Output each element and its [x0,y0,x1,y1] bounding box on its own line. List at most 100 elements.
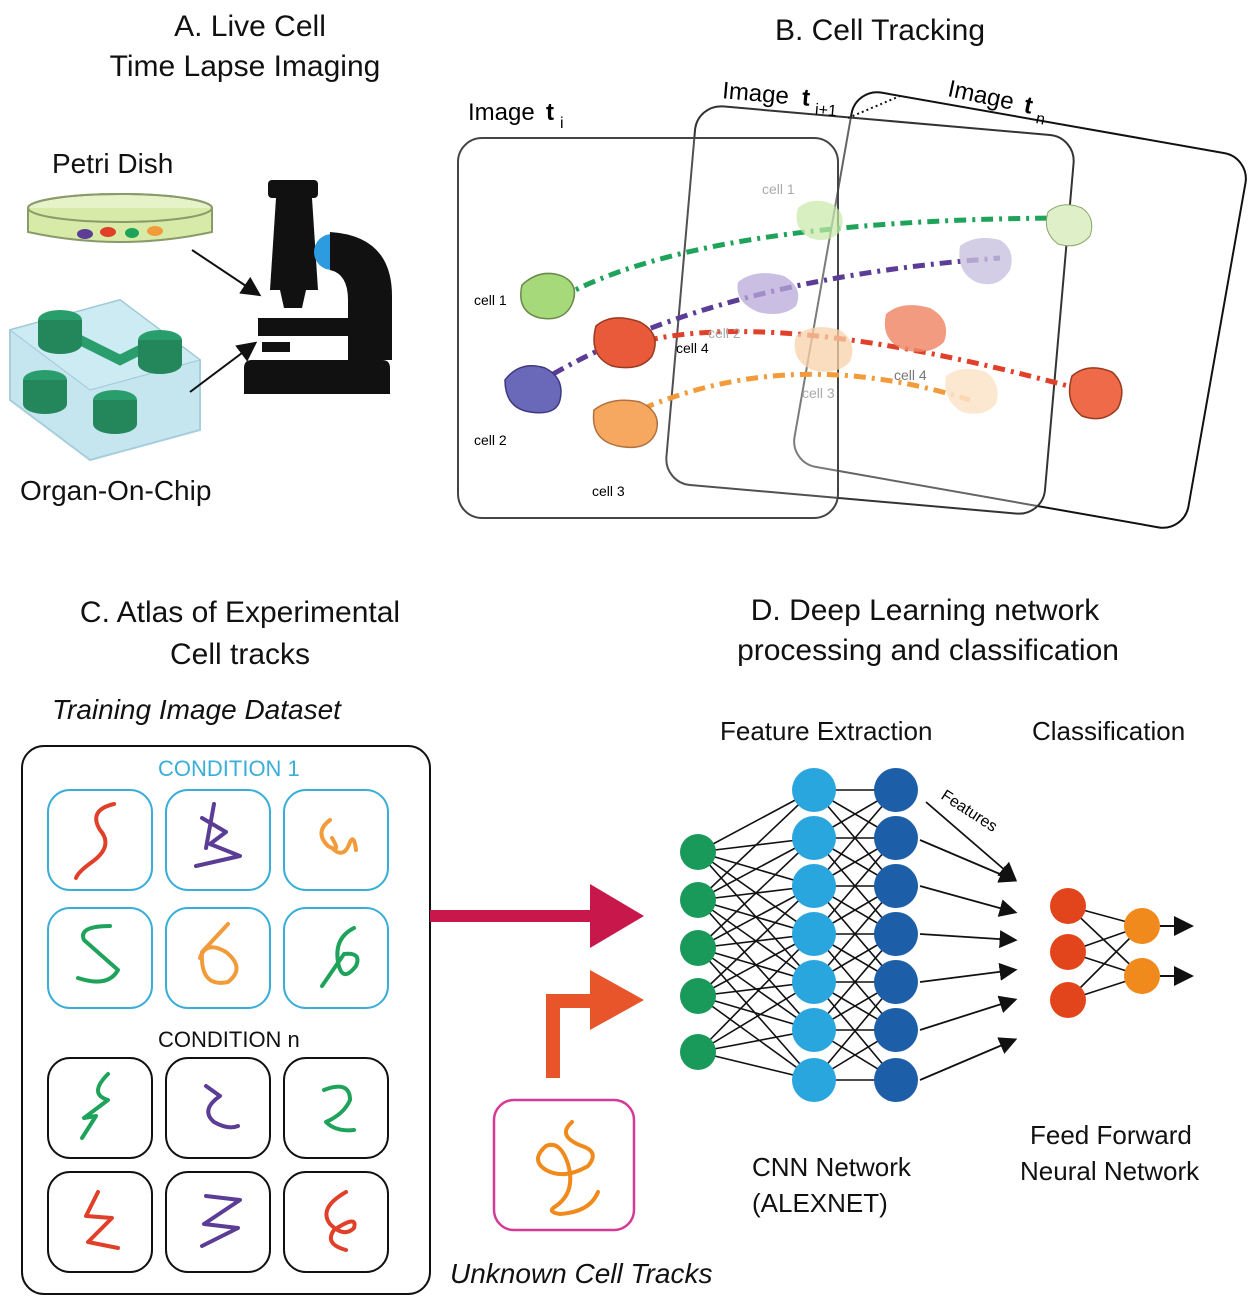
cell-3-label: cell 3 [592,483,625,499]
network-edge [697,837,815,949]
network-node [792,960,836,1004]
svg-text:t: t [1022,92,1035,120]
track-tile [283,789,389,891]
network-node [680,978,716,1014]
panel-a-title-line2: Time Lapse Imaging [109,50,381,83]
svg-text:i: i [560,115,564,132]
dataset-to-network-arrow [430,884,644,948]
track-tile [165,1171,271,1273]
cell-track-path [76,924,120,984]
track-tile [283,907,389,1009]
track-tile [47,789,153,891]
cnn-label-line2: (ALEXNET) [752,1188,888,1218]
network-node [1050,888,1086,924]
track-tile [165,789,271,891]
network-node [1124,908,1160,944]
network-node [874,960,918,1004]
panel-c-title-line2: Cell tracks [169,638,311,671]
ghost-cell-1 [796,200,843,240]
training-track-grid [47,789,389,1273]
ghost-cell-2b [959,238,1012,285]
network-node [792,1008,836,1052]
network-edge [697,947,815,1081]
cell-track-path [322,1084,356,1133]
network-node [874,1008,918,1052]
network-node [1124,958,1160,994]
ghost-cell-4 [884,305,947,352]
network-node [1050,934,1086,970]
petri-dish-label: Petri Dish [52,148,174,179]
microscope-icon [244,180,392,394]
cell-track-path [204,1084,240,1130]
classification-label: Classification [1032,716,1186,746]
ghost-cell-4b [1068,367,1123,420]
condition-1-label: CONDITION 1 [158,756,300,781]
cell-track-path [74,802,116,880]
network-node [874,816,918,860]
ghost-cell-4-label: cell 4 [894,367,927,383]
ffnn-label-line1: Feed Forward [1030,1120,1192,1150]
track-tile [47,907,153,1009]
unknown-track-box [492,1098,636,1232]
network-node [680,882,716,918]
network-node [792,1058,836,1102]
track-tile [283,1171,389,1273]
cell-track-path [198,922,239,985]
petri-dish-icon [27,193,213,243]
network-node [680,930,716,966]
svg-text:n: n [1034,110,1046,128]
network-node [874,768,918,812]
ghost-cell-2 [737,273,799,314]
ghost-cell-3 [794,327,853,372]
feature-arrow [919,962,1018,983]
unknown-to-network-arrow [546,970,644,1078]
petri-to-microscope-arrow [191,249,262,297]
training-dataset-box [21,745,431,1295]
panel-c-title-line1: C. Atlas of Experimental [79,596,401,629]
network-node [792,768,836,812]
track-tile [47,1057,153,1159]
cell-track-path [80,1072,110,1140]
ghost-cell-3b [945,368,998,414]
track-tile [47,1171,153,1273]
network-edge [697,981,815,1053]
panel-a-title-line1: A. Live Cell [174,10,326,43]
ghost-cell-2-label: cell 2 [708,325,741,341]
feature-arrow [919,1037,1018,1081]
feature-arrow [925,801,1017,881]
training-dataset-label: Training Image Dataset [52,694,341,725]
svg-text:t: t [546,99,554,126]
network-node [680,1034,716,1070]
image-label-ti: Image t i [468,99,564,132]
network-node [874,912,918,956]
panel-d-title-line2: processing and classification [737,634,1119,667]
cell-4-label: cell 4 [676,340,709,356]
ghost-cell-3-label: cell 3 [802,385,835,401]
svg-text:t: t [801,84,811,112]
cnn-label-line1: CNN Network [752,1152,911,1182]
neural-network-diagram [680,768,1194,1102]
network-node [680,834,716,870]
network-node [792,912,836,956]
track-tile [165,907,271,1009]
cell-track-path [194,802,242,868]
ghost-cell-1b [1045,204,1093,247]
svg-text:Image: Image [468,99,535,126]
chip-to-microscope-arrow [189,341,258,393]
cell-3-blob [592,399,658,449]
cell-2-label: cell 2 [474,432,507,448]
unknown-tracks-label: Unknown Cell Tracks [450,1258,713,1289]
network-edge [697,933,815,1053]
track-cell-2 [528,255,1001,391]
network-edge [697,995,815,1081]
track-cell-3 [616,371,971,423]
panel-d-title-line1: D. Deep Learning network [750,594,1100,627]
track-cell-1 [558,215,1061,301]
cell-track-path [319,818,358,855]
svg-text:Image: Image [721,77,790,110]
features-label: Features [938,787,1000,836]
feature-arrow [919,885,1018,917]
image-label-ti1: Image t i+1 [721,77,837,120]
image-frame-tn [793,91,1247,529]
